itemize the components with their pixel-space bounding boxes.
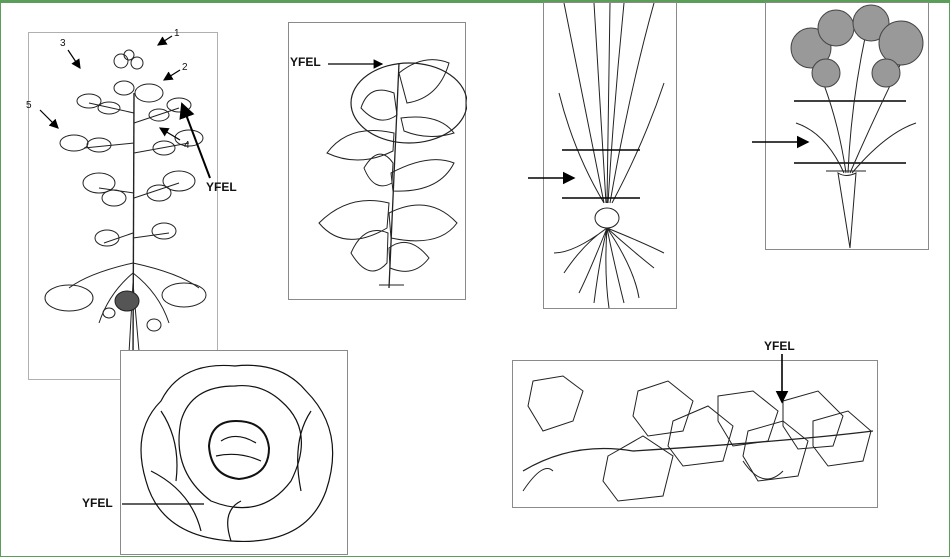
cabbage-yfel-label: YFEL (82, 496, 113, 510)
onion-plant-drawing (544, 3, 678, 310)
carrot-plant-drawing (766, 3, 930, 251)
potato-yfel-label: YFEL (206, 180, 237, 194)
potato-number-3: 3 (60, 38, 66, 49)
cabbage-plant-panel (120, 350, 348, 555)
cabbage-plant-drawing (121, 351, 349, 556)
potato-plant-drawing (29, 33, 219, 381)
cucurbit-vine-drawing (513, 361, 879, 509)
potato-number-4: 4 (184, 140, 190, 151)
bean-yfel-label: YFEL (290, 55, 321, 69)
onion-plant-panel (543, 2, 677, 309)
potato-number-2: 2 (182, 62, 188, 73)
potato-plant-panel (28, 32, 218, 380)
cucurbit-vine-panel (512, 360, 878, 508)
cucurbit-yfel-label: YFEL (764, 339, 795, 353)
carrot-plant-panel (765, 2, 929, 250)
potato-number-5: 5 (26, 100, 32, 111)
potato-number-1: 1 (174, 28, 180, 39)
